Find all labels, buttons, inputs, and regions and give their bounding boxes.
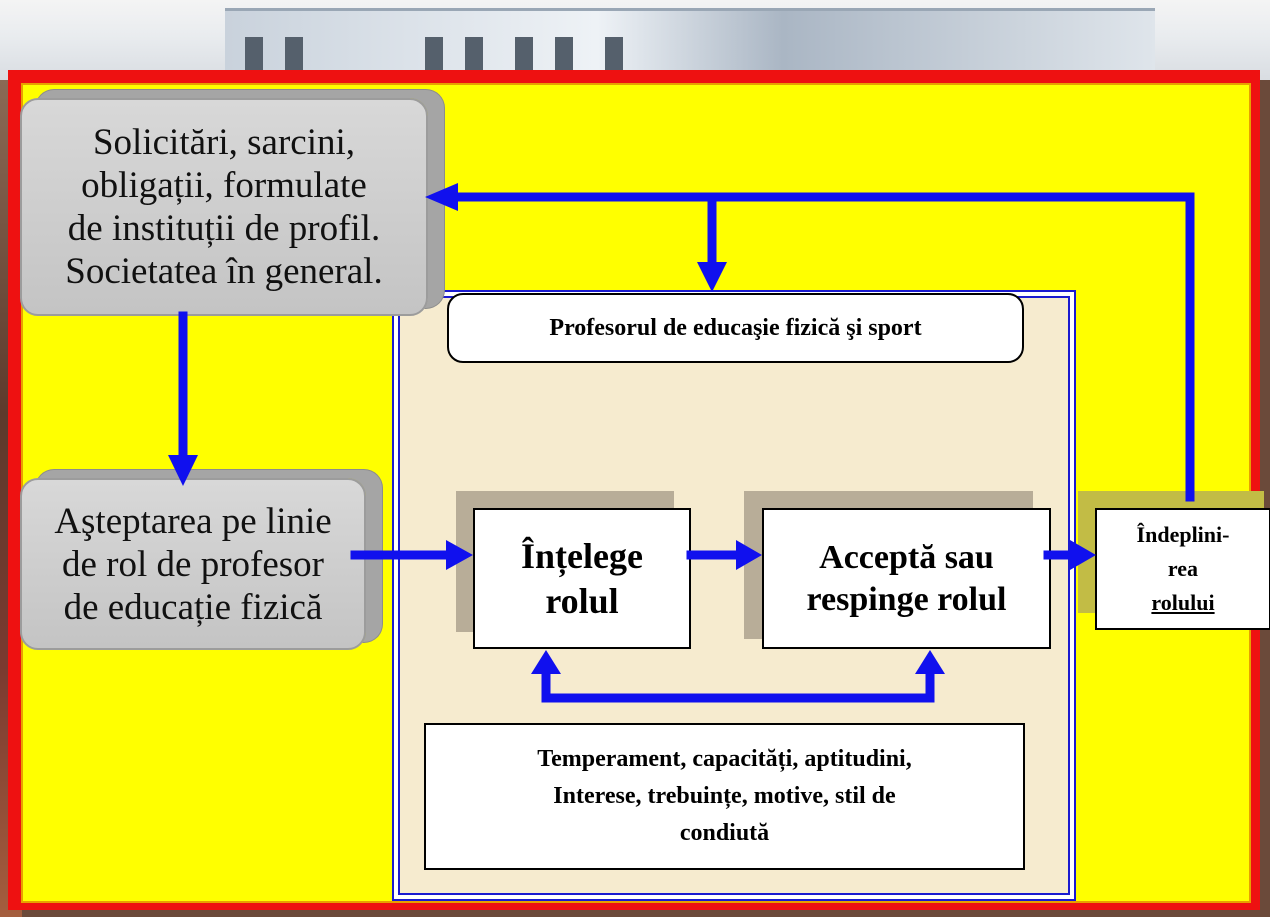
feedback-line	[450, 192, 1195, 502]
teacher-title: Profesorul de educaşie fizică şi sport	[447, 293, 1024, 363]
fulfillment-line2: rea	[1167, 556, 1199, 581]
arrowhead-to-expectation	[168, 455, 198, 486]
arrowhead-to-accepts	[736, 540, 762, 570]
arrowhead-to-understands	[446, 540, 473, 570]
source-box: Solicitări, sarcini, obligații, formulat…	[20, 98, 428, 316]
arrowhead-to-fulfillment	[1070, 540, 1096, 570]
understands-box: Înțelege rolul	[473, 508, 691, 649]
traits-loop-line	[541, 665, 935, 703]
arrowhead-to-source	[425, 183, 458, 211]
source-box-text: Solicitări, sarcini, obligații, formulat…	[65, 122, 383, 292]
fulfillment-line3: rolului	[1151, 590, 1215, 615]
accepts-box: Acceptă sau respinge rolul	[762, 508, 1051, 649]
fulfillment-line1: Îndeplini-	[1136, 522, 1230, 547]
arrowhead-up-understands	[531, 650, 561, 674]
fulfillment-box: Îndeplini- rea rolului	[1095, 508, 1270, 630]
traits-box: Temperament, capacități, aptitudini, Int…	[424, 723, 1025, 870]
expectation-box: Aşteptarea pe linie de rol de profesor d…	[20, 478, 366, 650]
expectation-box-text: Aşteptarea pe linie de rol de profesor d…	[54, 500, 332, 628]
arrowhead-up-accepts	[915, 650, 945, 674]
arrowhead-to-teacher	[697, 262, 727, 292]
